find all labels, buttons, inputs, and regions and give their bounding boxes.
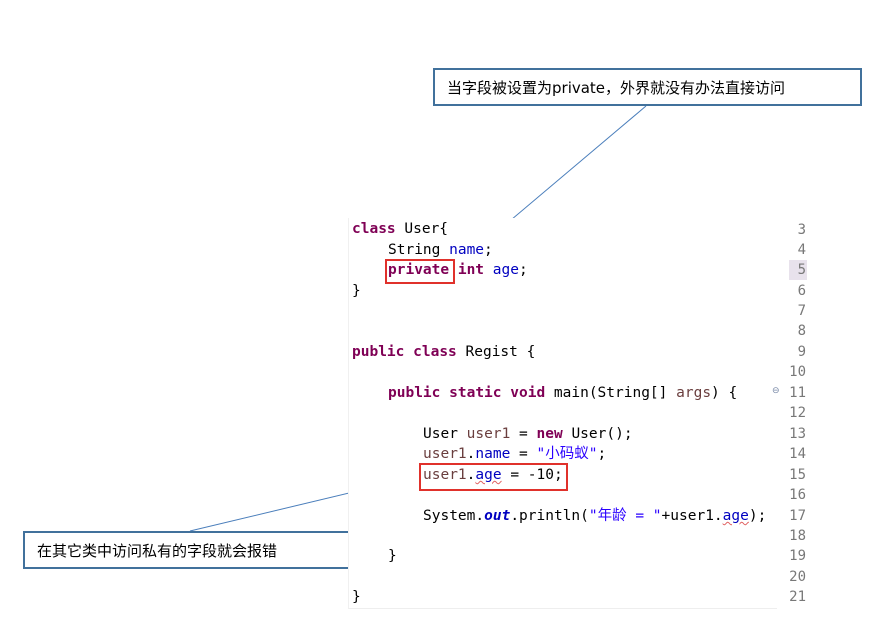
code-text: Regist { [456,344,536,360]
callout-private-field: 当字段被设置为private，外界就没有办法直接访问 [433,68,862,106]
field-age-error: age [475,467,502,483]
code-line-4: String name; [388,240,493,260]
code-line-17: System.out.println("年龄 = "+user1.age); [423,506,766,526]
line-number: 13 [789,426,806,442]
code-text: User{ [395,221,449,237]
line-number: 19 [789,548,806,564]
field-age-error: age [722,508,749,524]
code-line-15: user1.age = -10; [423,465,563,485]
code-text: User(); [562,426,633,442]
line-number: 16 [789,487,806,503]
code-line-9: public class Regist { [352,342,535,362]
line-number: 15 [789,467,806,483]
code-text: } [352,283,361,299]
code-text: String [388,242,450,258]
highlight-box-age-assignment [419,463,568,491]
highlight-box-private [385,259,455,284]
keyword-new: new [536,426,563,442]
code-line-13: User user1 = new User(); [423,424,633,444]
code-space [484,262,493,278]
code-line-3: class User{ [352,219,448,239]
line-number: 11 [789,385,806,401]
code-line-21: } [352,587,361,607]
code-line-6: } [352,281,361,301]
code-text: .println( [510,508,589,524]
code-line-5: private int age; [388,260,528,280]
code-line-19: } [388,546,397,566]
code-text: main(String[] [545,385,677,401]
code-text: ; [518,262,528,278]
code-text: = -10; [501,467,563,483]
code-text: . [466,467,476,483]
keyword-int: int [457,262,485,278]
keyword: public [388,385,441,401]
line-number: 4 [797,242,806,258]
line-number: 10 [789,364,806,380]
callout-access-error: 在其它类中访问私有的字段就会报错 [23,531,352,569]
line-number: 18 [789,528,806,544]
code-text: ; [484,242,493,258]
code-space [440,385,449,401]
code-text: } [352,589,361,605]
code-text: System. [423,508,485,524]
code-text: +user1. [661,508,723,524]
code-text: ; [597,446,607,462]
keyword: public [352,344,405,360]
line-number: 5 [797,262,806,278]
callout-bottom-text: 在其它类中访问私有的字段就会报错 [37,541,278,560]
keyword: void [510,385,546,401]
code-text: = [510,426,537,442]
code-text: User [423,426,467,442]
string-literal: "小码蚁" [536,446,598,462]
keyword: static [449,385,502,401]
line-number: 21 [789,589,806,605]
code-text: ); [748,508,767,524]
line-number: 14 [789,446,806,462]
line-number: 6 [797,283,806,299]
line-number: 9 [797,344,806,360]
field-name: name [449,242,485,258]
keyword: class [413,344,457,360]
line-number: 3 [797,222,806,238]
line-number: 17 [789,508,806,524]
field-age: age [492,262,519,278]
keyword: class [352,221,396,237]
code-line-11: public static void main(String[] args) { [388,383,737,403]
fold-collapse-icon[interactable]: ⊖ [772,386,780,396]
param-args: args [676,385,712,401]
current-line-highlight [789,260,807,280]
line-number: 7 [797,303,806,319]
code-text: ) { [711,385,738,401]
code-space [404,344,413,360]
keyword-private: private [388,262,450,278]
code-text: } [388,548,397,564]
callout-top-text: 当字段被设置为private，外界就没有办法直接访问 [447,78,786,97]
field-name: name [475,446,511,462]
string-literal: "年龄 = " [588,508,662,524]
code-text: . [466,446,476,462]
static-field-out: out [484,508,511,524]
local-var: user1 [423,467,467,483]
code-space [502,385,511,401]
code-text: = [510,446,537,462]
line-number: 12 [789,405,806,421]
line-number: 20 [789,569,806,585]
local-var: user1 [423,446,467,462]
code-line-14: user1.name = "小码蚁"; [423,444,606,464]
line-number: 8 [797,323,806,339]
local-var: user1 [466,426,511,442]
